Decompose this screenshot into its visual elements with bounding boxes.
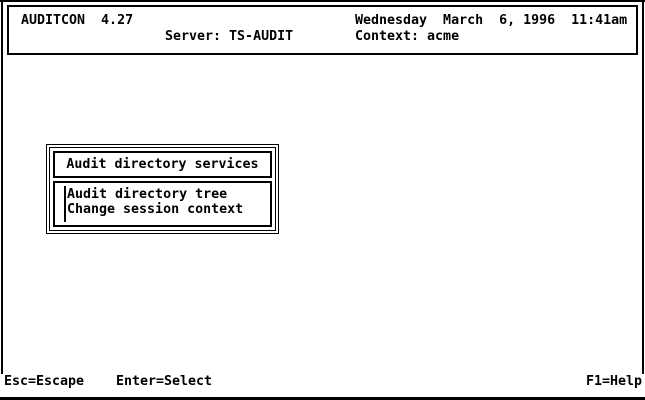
screen-border-right (642, 0, 644, 374)
server-value: TS-AUDIT (229, 29, 294, 44)
menu-item-audit-directory-tree[interactable]: Audit directory tree (67, 187, 228, 202)
selection-cursor (64, 186, 66, 222)
enter-key-hint: Enter=Select (116, 374, 213, 389)
menu-inner-frame: Audit directory services Audit directory… (49, 147, 276, 231)
screen-border-bottom (0, 397, 645, 400)
menu-title: Audit directory services (66, 156, 259, 172)
esc-key-hint: Esc=Escape (4, 374, 85, 389)
screen-border-top (0, 0, 645, 2)
menu-items-box: Audit directory tree Change session cont… (53, 181, 272, 227)
screen-border-left (1, 0, 3, 374)
datetime: Wednesday March 6, 1996 11:41am (355, 13, 628, 28)
help-key-hint: F1=Help (585, 374, 642, 389)
context-label: Context: (355, 29, 420, 44)
statusbar: Esc=Escape Enter=Select F1=Help (0, 374, 645, 396)
menu-item-change-session-context[interactable]: Change session context (67, 202, 244, 217)
menu-title-box: Audit directory services (53, 151, 272, 178)
server-field: Server: TS-AUDIT (165, 29, 293, 45)
server-label: Server: (165, 29, 222, 44)
app-title: AUDITCON 4.27 (21, 13, 134, 28)
context-value: acme (427, 29, 460, 44)
context-field: Context: acme (355, 29, 459, 45)
header-box: AUDITCON 4.27 Wednesday March 6, 1996 11… (7, 5, 638, 55)
menu-audit-directory-services: Audit directory services Audit directory… (46, 144, 279, 234)
